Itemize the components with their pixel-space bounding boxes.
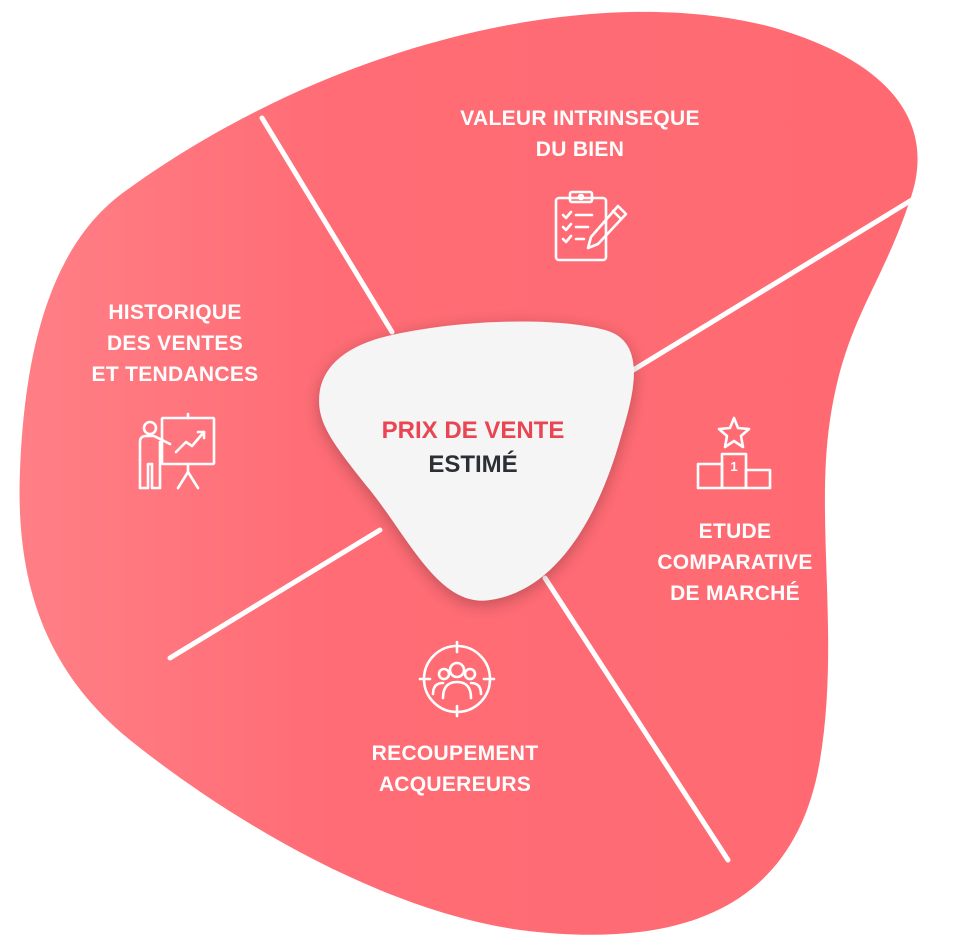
clipboard-checklist-icon xyxy=(552,188,632,264)
center-title: PRIX DE VENTE ESTIMÉ xyxy=(330,414,616,482)
segment-historique-line2: DES VENTES xyxy=(106,332,244,355)
divider-bottom-right xyxy=(542,575,731,863)
segment-valeur-line1: VALEUR INTRINSEQUE xyxy=(460,107,700,130)
center-shape xyxy=(319,321,634,601)
segment-etude-line1: ETUDE xyxy=(698,520,772,543)
podium-star-icon: 1 xyxy=(694,414,776,494)
presentation-chart-icon xyxy=(132,412,218,492)
divider-top-left xyxy=(259,115,395,335)
segment-valeur-line2: DU BIEN xyxy=(535,138,625,161)
podium-number: 1 xyxy=(730,459,737,474)
segment-label-etude: ETUDE COMPARATIVE DE MARCHÉ xyxy=(600,516,870,609)
segment-label-historique: HISTORIQUE DES VENTES ET TENDANCES xyxy=(20,297,330,390)
divider-bottom-left xyxy=(167,527,383,661)
segment-label-valeur: VALEUR INTRINSEQUE DU BIEN xyxy=(380,103,780,165)
center-title-line1: PRIX DE VENTE xyxy=(381,417,565,444)
target-people-icon xyxy=(418,640,496,718)
segment-historique-line3: ET TENDANCES xyxy=(91,363,259,386)
segment-label-recoupement: RECOUPEMENT ACQUEREURS xyxy=(305,738,605,800)
segment-etude-line3: DE MARCHÉ xyxy=(670,582,800,605)
divider-top-right xyxy=(627,195,918,375)
segment-recoupement-line2: ACQUEREURS xyxy=(378,773,532,796)
segment-recoupement-line1: RECOUPEMENT xyxy=(371,742,539,765)
segment-historique-line1: HISTORIQUE xyxy=(108,301,242,324)
segment-dividers xyxy=(167,115,918,863)
segment-etude-line2: COMPARATIVE xyxy=(657,551,813,574)
center-title-line2: ESTIMÉ xyxy=(428,451,518,478)
